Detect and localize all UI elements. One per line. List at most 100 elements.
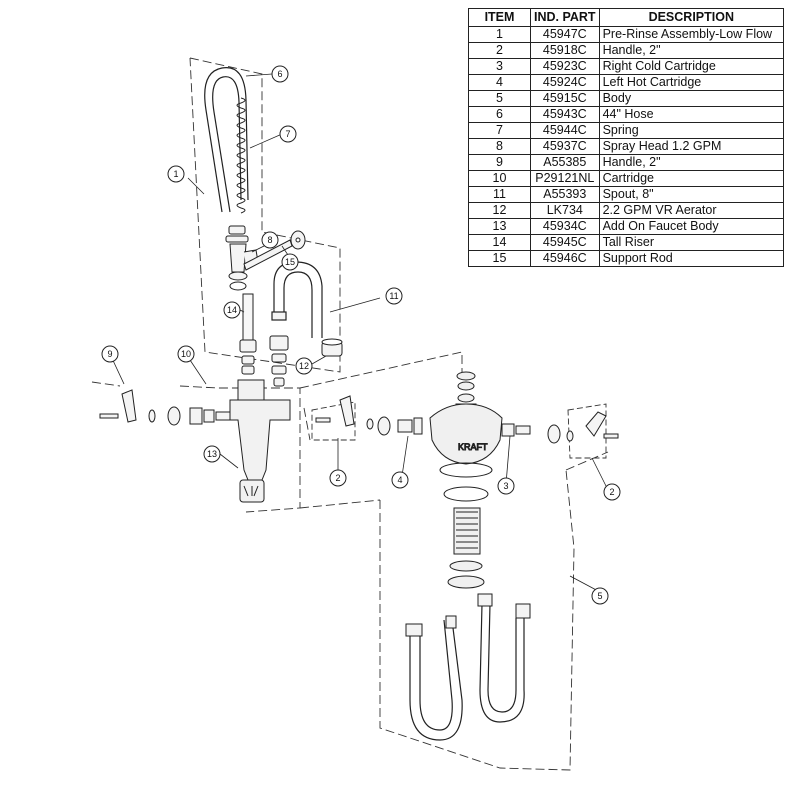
item-number: 10 — [468, 170, 531, 187]
item-number: 8 — [468, 138, 531, 155]
body-stamp: KRAFT — [458, 442, 488, 452]
callout-6: 6 — [271, 65, 289, 83]
pre-rinse-hose — [204, 67, 249, 213]
header-item: ITEM — [468, 8, 531, 27]
tall-riser — [242, 293, 254, 345]
part-number: P29121NL — [530, 170, 600, 187]
part-description: Add On Faucet Body — [598, 218, 785, 235]
part-number: 45946C — [530, 250, 600, 267]
item-number: 14 — [468, 234, 531, 251]
item-number: 5 — [468, 90, 531, 107]
part-number: 45947C — [530, 26, 600, 43]
callout-14: 14 — [223, 301, 241, 319]
callout-5: 5 — [591, 587, 609, 605]
svg-text:5: 5 — [597, 591, 602, 601]
part-number: 45945C — [530, 234, 600, 251]
item-number: 9 — [468, 154, 531, 171]
part-description: Handle, 2" — [598, 42, 785, 59]
part-number: 45924C — [530, 74, 600, 91]
part-description: Support Rod — [598, 250, 785, 267]
svg-text:8: 8 — [267, 235, 272, 245]
part-number: A55385 — [530, 154, 600, 171]
aerator — [321, 338, 343, 357]
callouts: 1 6 7 8 15 14 11 12 9 10 13 2 4 3 2 5 — [101, 65, 621, 605]
part-description: Handle, 2" — [598, 154, 785, 171]
part-number: 45937C — [530, 138, 600, 155]
callout-8: 8 — [261, 231, 279, 249]
supply-hoses — [409, 603, 525, 741]
callout-2-right: 2 — [603, 483, 621, 501]
callout-2-left: 2 — [329, 469, 347, 487]
part-number: 45923C — [530, 58, 600, 75]
parts-table-header-row: ITEM IND. PART DESCRIPTION — [468, 8, 785, 27]
add-on-handle-and-cartridge — [99, 389, 231, 426]
spring-coil — [236, 97, 246, 214]
svg-text:2: 2 — [609, 487, 614, 497]
left-handle-and-hot-cartridge — [315, 395, 423, 436]
part-description: Spring — [598, 122, 785, 139]
part-number: 45944C — [530, 122, 600, 139]
part-description: 2.2 GPM VR Aerator — [598, 202, 785, 219]
spray-head — [225, 225, 259, 291]
item-number: 1 — [468, 26, 531, 43]
item-number: 6 — [468, 106, 531, 123]
supply-hose-fittings — [405, 593, 531, 637]
header-description: DESCRIPTION — [598, 8, 785, 27]
part-description: Right Cold Cartridge — [598, 58, 785, 75]
callout-1: 1 — [167, 165, 185, 183]
callout-13: 13 — [203, 445, 221, 463]
part-description: 44" Hose — [598, 106, 785, 123]
svg-text:3: 3 — [503, 481, 508, 491]
item-number: 2 — [468, 42, 531, 59]
svg-text:10: 10 — [181, 349, 191, 359]
part-description: Left Hot Cartridge — [598, 74, 785, 91]
svg-text:7: 7 — [285, 129, 290, 139]
part-number: A55393 — [530, 186, 600, 203]
svg-text:6: 6 — [277, 69, 282, 79]
header-ind-part: IND. PART — [530, 8, 600, 27]
callout-9: 9 — [101, 345, 119, 363]
callout-12: 12 — [295, 357, 313, 375]
part-number: 45934C — [530, 218, 600, 235]
riser-nuts — [239, 335, 289, 387]
part-number: 45943C — [530, 106, 600, 123]
callout-11: 11 — [385, 287, 403, 305]
support-rod — [243, 230, 306, 271]
part-description: Cartridge — [598, 170, 785, 187]
part-description: Spout, 8" — [598, 186, 785, 203]
svg-text:14: 14 — [227, 305, 237, 315]
item-number: 12 — [468, 202, 531, 219]
part-number: LK734 — [530, 202, 600, 219]
callout-7: 7 — [279, 125, 297, 143]
callout-15: 15 — [281, 253, 299, 271]
svg-text:1: 1 — [173, 169, 178, 179]
spout — [271, 261, 323, 338]
svg-text:4: 4 — [397, 475, 402, 485]
svg-text:9: 9 — [107, 349, 112, 359]
item-number: 7 — [468, 122, 531, 139]
svg-text:11: 11 — [389, 291, 398, 301]
item-number: 4 — [468, 74, 531, 91]
callout-4: 4 — [391, 471, 409, 489]
svg-text:2: 2 — [335, 473, 340, 483]
callout-3: 3 — [497, 477, 515, 495]
right-handle-and-cold-cartridge — [501, 411, 619, 444]
part-description: Body — [598, 90, 785, 107]
item-number: 3 — [468, 58, 531, 75]
svg-text:12: 12 — [299, 361, 309, 371]
svg-text:13: 13 — [207, 449, 217, 459]
